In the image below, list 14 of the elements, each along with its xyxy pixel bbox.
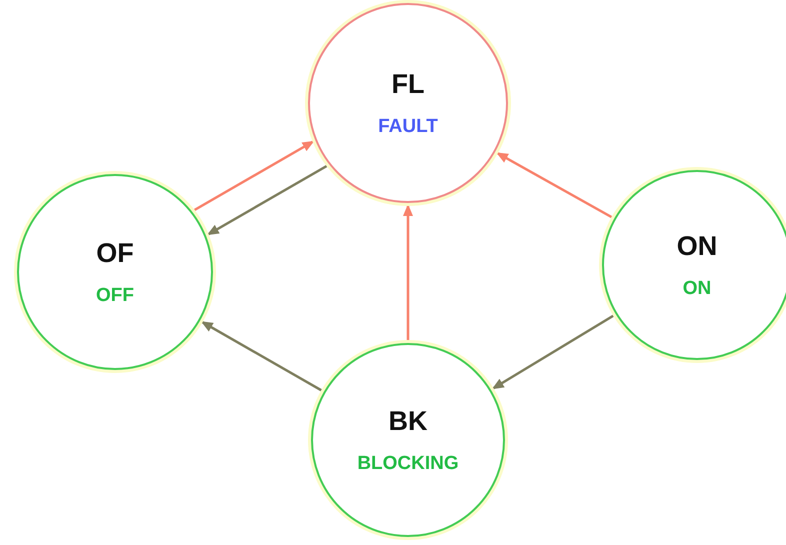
arrow <box>492 314 614 390</box>
state-code: FL <box>392 68 424 100</box>
arrow <box>194 140 314 211</box>
arrow <box>206 165 328 236</box>
state-name: ON <box>682 278 712 300</box>
arrow <box>496 152 612 218</box>
state-name: OFF <box>96 284 134 306</box>
arrow <box>403 204 413 340</box>
state-name: FAULT <box>378 116 438 138</box>
state-code: ON <box>676 230 718 262</box>
state-code: BK <box>388 406 428 436</box>
state-code: OF <box>96 238 134 268</box>
state-name: BLOCKING <box>357 452 459 474</box>
arrow <box>200 321 322 392</box>
